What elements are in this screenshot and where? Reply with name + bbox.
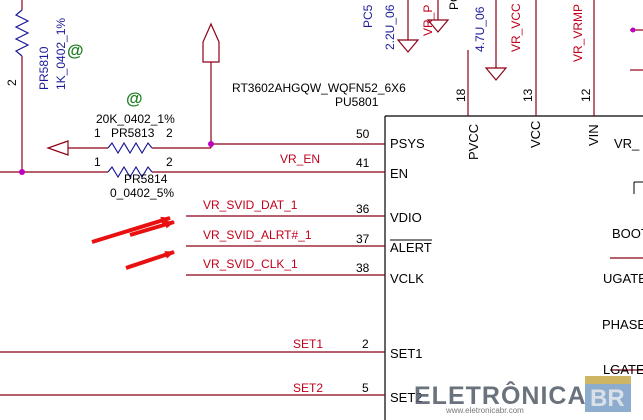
psys-net — [46, 22, 385, 156]
pr5814-value: 0_0402_5% — [110, 186, 174, 200]
resistor-pr5810: 2 PR5810 1K_0402_1% — [5, 0, 68, 172]
net-vr-en: VR_EN — [280, 152, 320, 166]
pin-vin-name: VIN — [586, 124, 601, 146]
net-vr-svid-alrt: VR_SVID_ALRT#_1 — [203, 228, 312, 242]
net-set2: SET2 — [293, 381, 323, 395]
watermark-url: www.eletronicabr.com — [445, 406, 524, 415]
pin-set2-num: 5 — [362, 381, 369, 395]
pr5810-pin: 2 — [5, 79, 19, 86]
pin-pvcc-num: 18 — [454, 88, 468, 102]
pr5813-pin2: 2 — [166, 126, 173, 140]
pin-pvcc-name: PVCC — [466, 124, 481, 160]
pc-value: 4.7U_06 — [473, 6, 487, 52]
pin-ugate-label: UGATE — [603, 271, 643, 286]
pc5-ref: PC5 — [361, 4, 375, 28]
pin-psys-name: PSYS — [390, 136, 425, 151]
pin-vdio-num: 36 — [356, 202, 370, 216]
pr5814-pin2: 2 — [166, 155, 173, 169]
pin-vr-partial: VR_ — [614, 136, 640, 151]
pr5813-value: 20K_0402_1% — [96, 112, 175, 126]
pin-alert-name: ALERT — [390, 240, 432, 255]
pin-set2-name: SET2 — [390, 390, 423, 405]
pc-ref: PC — [447, 0, 461, 10]
pr5813-pin1: 1 — [94, 126, 101, 140]
ic-ref-designator: PU5801 — [335, 95, 379, 109]
pointer-arrow-2 — [129, 220, 175, 237]
pc5-value: 2.2U_06 — [383, 4, 397, 50]
net-vr-vcc: VR_VCC — [509, 3, 523, 52]
pointer-arrow-3 — [125, 250, 175, 270]
pin-alert-num: 37 — [356, 232, 370, 246]
net-vr-svid-clk: VR_SVID_CLK_1 — [203, 257, 298, 271]
net-vr-svid-dat: VR_SVID_DAT_1 — [203, 198, 298, 212]
pr5814-ref: PR5814 — [124, 172, 168, 186]
pin-vin-num: 12 — [579, 88, 593, 102]
pc5-ground-symbol — [396, 39, 420, 53]
pin-en-num: 41 — [356, 156, 370, 170]
pin-lgate-label: LGATE — [603, 362, 643, 377]
pin-psys-num: 50 — [356, 127, 370, 141]
vrp-ground-symbol — [426, 19, 450, 33]
right-node-1 — [630, 27, 636, 33]
pin-vdio-name: VDIO — [390, 210, 422, 225]
vrvcc-ground-symbol — [484, 67, 508, 81]
pr5813-at-mark: @ — [126, 89, 143, 108]
pointer-arrow-1 — [91, 216, 171, 244]
ic-body — [384, 115, 643, 420]
pin-set1-name: SET1 — [390, 346, 423, 361]
watermark-brand: ELETRÔNICA — [414, 380, 587, 410]
net-vr-vrmp: VR_VRMP — [571, 4, 585, 62]
ic-part-number: RT3602AHGQW_WQFN52_6X6 — [232, 81, 406, 95]
pr5810-at-mark: @ — [67, 41, 84, 60]
pr5810-value: 1K_0402_1% — [54, 18, 68, 90]
watermark: ELETRÔNICA www.eletronicabr.com BR — [414, 376, 631, 415]
pin-vcc-num: 13 — [521, 88, 535, 102]
pin-phase-label: PHASE — [602, 317, 643, 332]
pin-vclk-name: VCLK — [390, 271, 424, 286]
en-net — [0, 165, 385, 179]
watermark-badge: BR — [590, 385, 625, 412]
pin-en-name: EN — [390, 166, 408, 181]
net-set1: SET1 — [293, 337, 323, 351]
pr5814-pin1: 1 — [94, 155, 101, 169]
pin-vcc-name: VCC — [528, 121, 543, 148]
watermark-badge-stripe — [585, 376, 631, 384]
pin-vclk-num: 38 — [356, 261, 370, 275]
pr5810-ref: PR5810 — [37, 46, 51, 90]
pin-boot-label: BOOT — [612, 226, 643, 241]
pr5813-ref: PR5813 — [111, 126, 155, 140]
pin-set1-num: 2 — [362, 337, 369, 351]
